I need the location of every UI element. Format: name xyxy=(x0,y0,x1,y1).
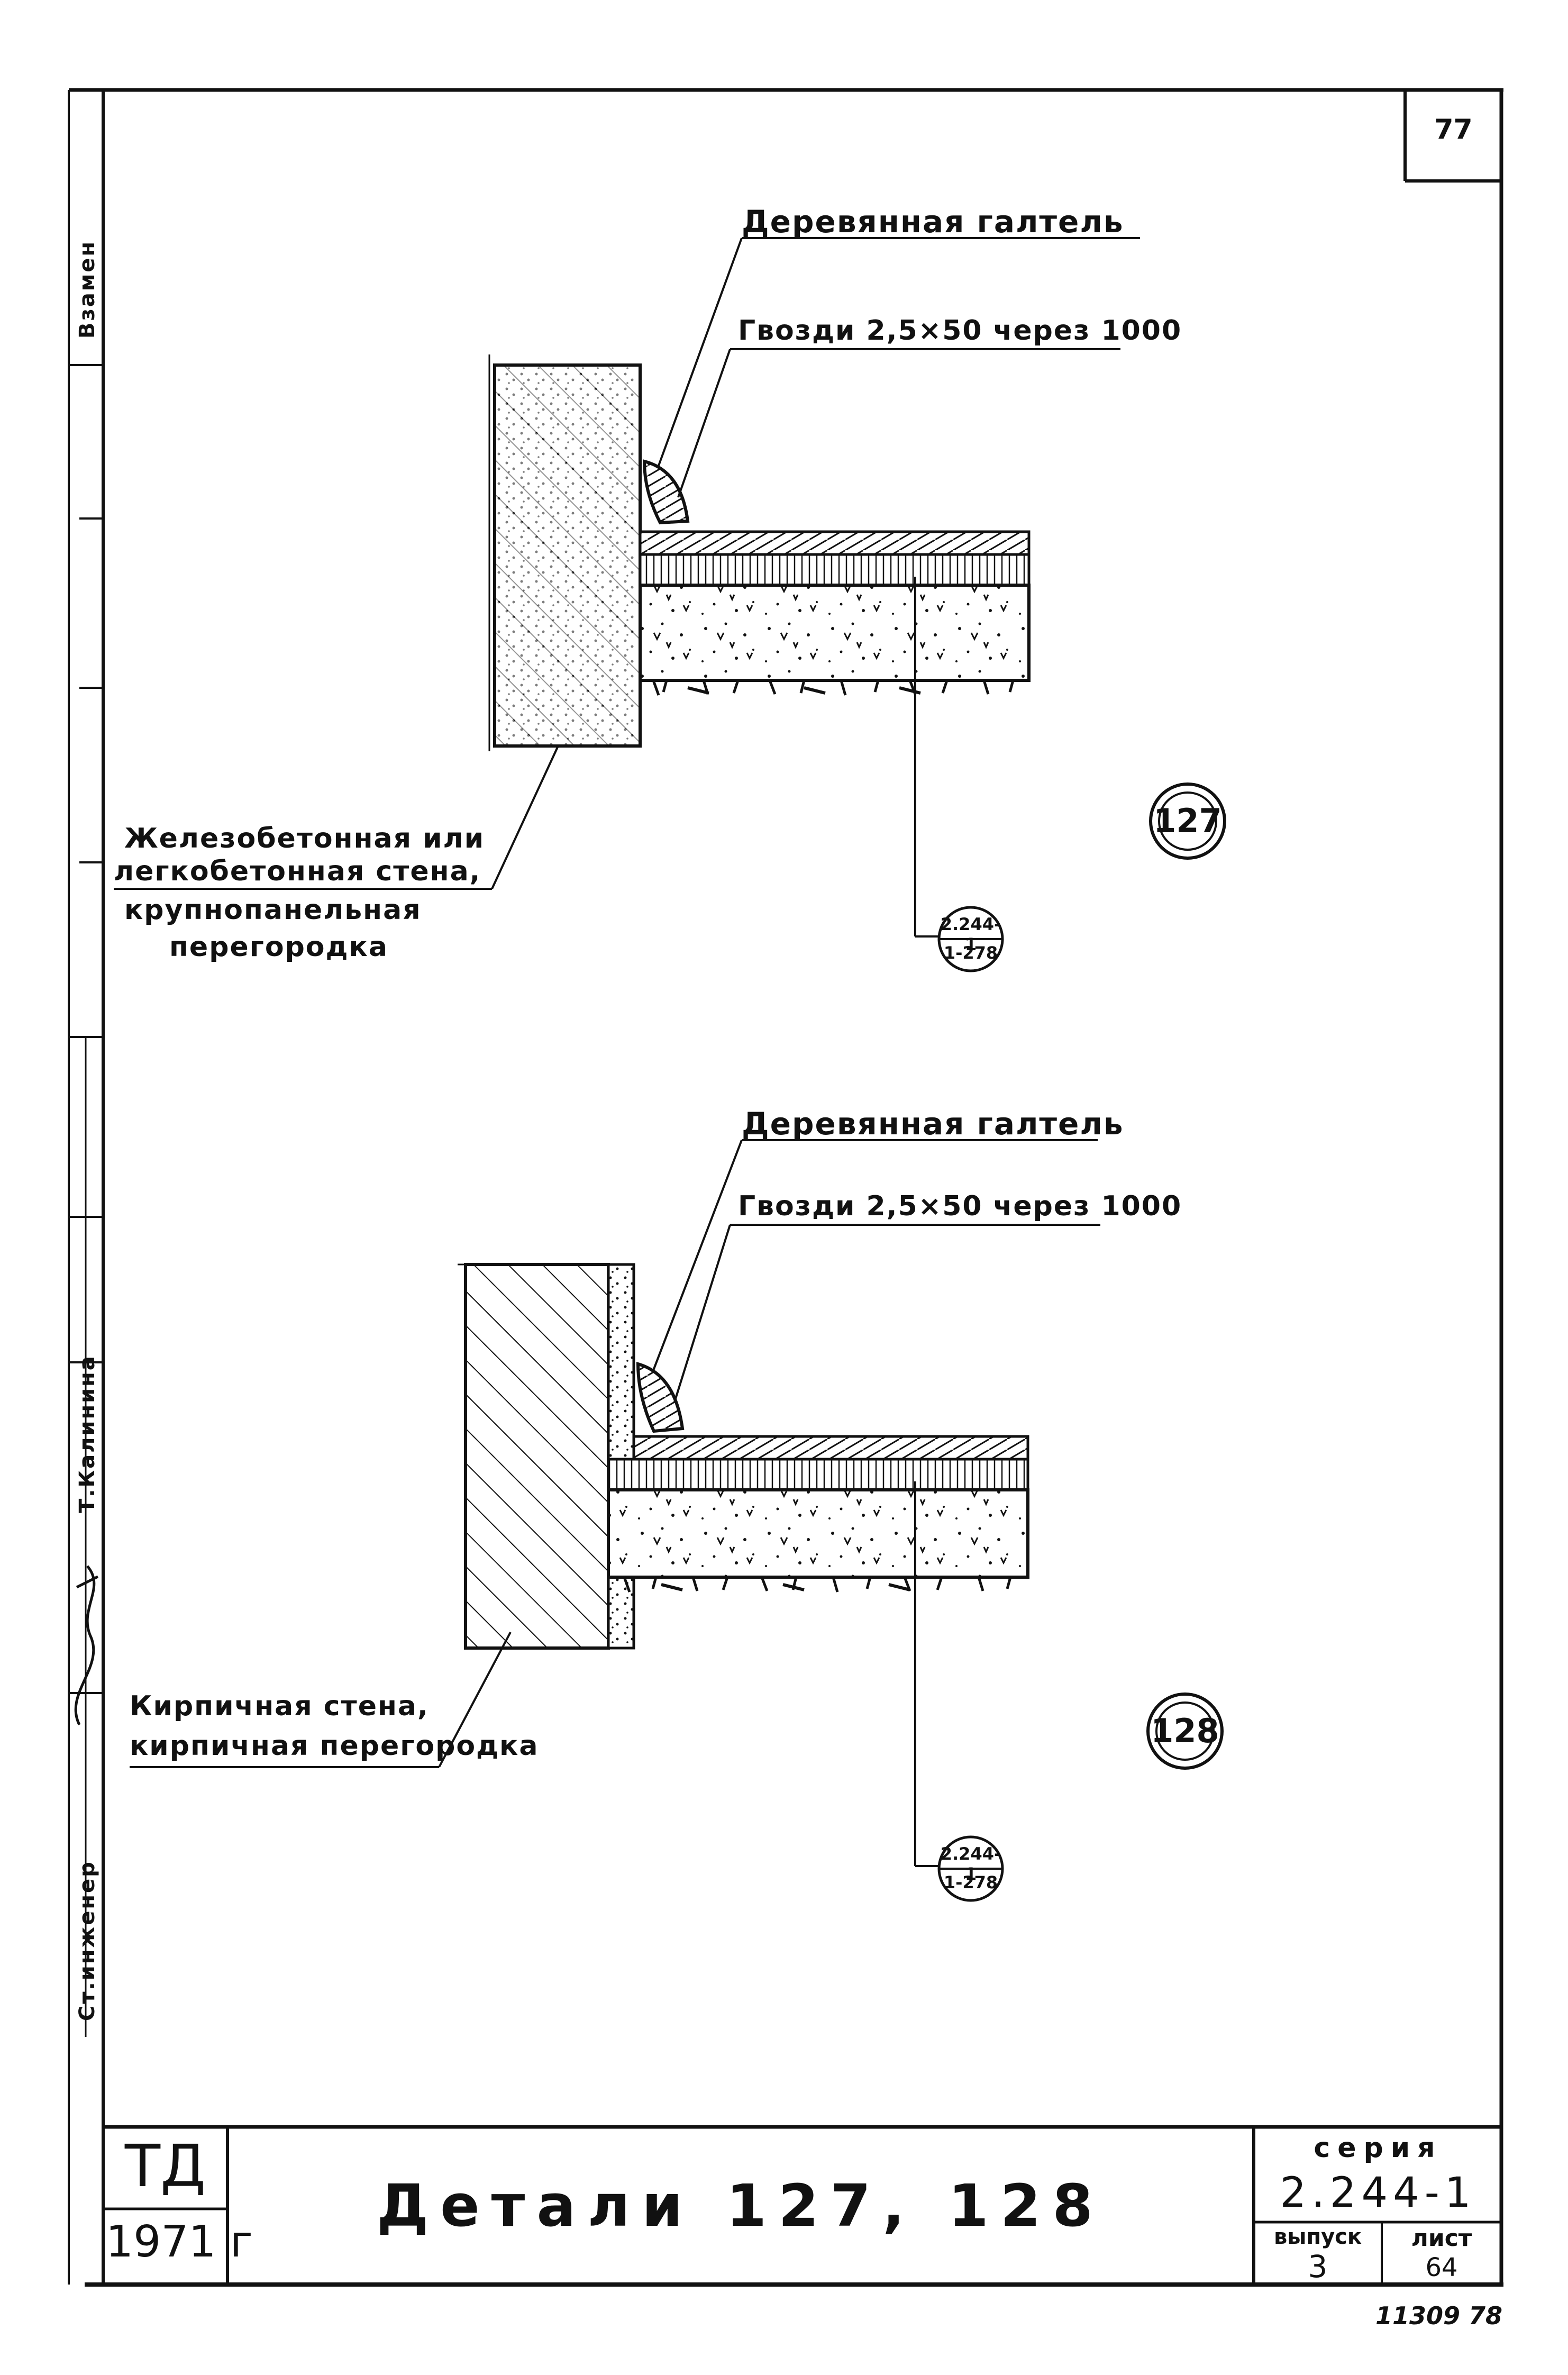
detail-127-drawing xyxy=(114,237,1226,972)
detail-127-wood-label: Деревянная галтель xyxy=(742,204,1124,240)
detail-128-underlay xyxy=(607,1458,1029,1491)
archive-number: 11309 78 xyxy=(1375,2301,1502,2330)
detail-127-ref-bottom: 1-278 xyxy=(943,943,998,963)
detail-127-underlay xyxy=(639,553,1031,587)
detail-128-fillet xyxy=(636,1362,685,1433)
detail-128-wood-label: Деревянная галтель xyxy=(742,1106,1124,1142)
detail-128-parquet xyxy=(632,1435,1029,1461)
title-block-series-label: серия xyxy=(1314,2132,1443,2164)
sheet-frame xyxy=(68,88,1503,2287)
detail-127-screed xyxy=(639,584,1031,682)
detail-127-ref-top: 2.244-1 xyxy=(940,914,1001,954)
detail-127-wall-label-line3: крупнопанельная xyxy=(124,894,422,926)
detail-128-wall-label-line2: кирпичная перегородка xyxy=(130,1730,539,1762)
detail-128-drawing xyxy=(130,1139,1224,1902)
detail-127-parquet xyxy=(639,530,1031,556)
title-block-year: 1971 г xyxy=(106,2217,253,2267)
detail-127-wall-label-line4: перегородка xyxy=(169,931,388,963)
stamp-replaces: Взамен xyxy=(75,240,99,339)
detail-127-wall-label-line1: Железобетонная или xyxy=(124,823,485,854)
detail-128-wall-label-line1: Кирпичная стена, xyxy=(130,1690,429,1722)
detail-127-wall-label-line2: легкобетонная стена, xyxy=(114,856,481,887)
title-block-sheet-label: лист xyxy=(1411,2225,1472,2252)
title-block-title: Детали 127, 128 xyxy=(377,2172,1105,2240)
title-block-sheet-value: 64 xyxy=(1425,2253,1458,2282)
sheet-number: 77 xyxy=(1434,114,1473,145)
title-block-issue-label: выпуск xyxy=(1273,2225,1362,2249)
title-block-series-value: 2.244-1 xyxy=(1280,2169,1476,2217)
detail-128-ref-bottom: 1-278 xyxy=(943,1872,998,1892)
detail-128-nails-label: Гвозди 2,5×50 через 1000 xyxy=(738,1190,1182,1222)
stamp-position: Ст.инженер xyxy=(75,1860,99,2021)
detail-128-screed xyxy=(607,1488,1029,1579)
detail-127-nails-label: Гвозди 2,5×50 через 1000 xyxy=(738,315,1182,347)
title-block-org: ТД xyxy=(124,2132,206,2200)
detail-128-wall xyxy=(464,1263,610,1650)
signature-mark xyxy=(74,1565,99,1726)
detail-127-number: 127 xyxy=(1153,802,1222,840)
title-block-issue-value: 3 xyxy=(1308,2249,1328,2285)
stamp-checker-name: Т.Калинина xyxy=(75,1354,99,1513)
detail-127-fillet xyxy=(642,459,690,525)
detail-128-plaster xyxy=(607,1263,635,1650)
detail-128-number: 128 xyxy=(1151,1712,1219,1750)
detail-128-ref-top: 2.244-1 xyxy=(940,1844,1001,1884)
